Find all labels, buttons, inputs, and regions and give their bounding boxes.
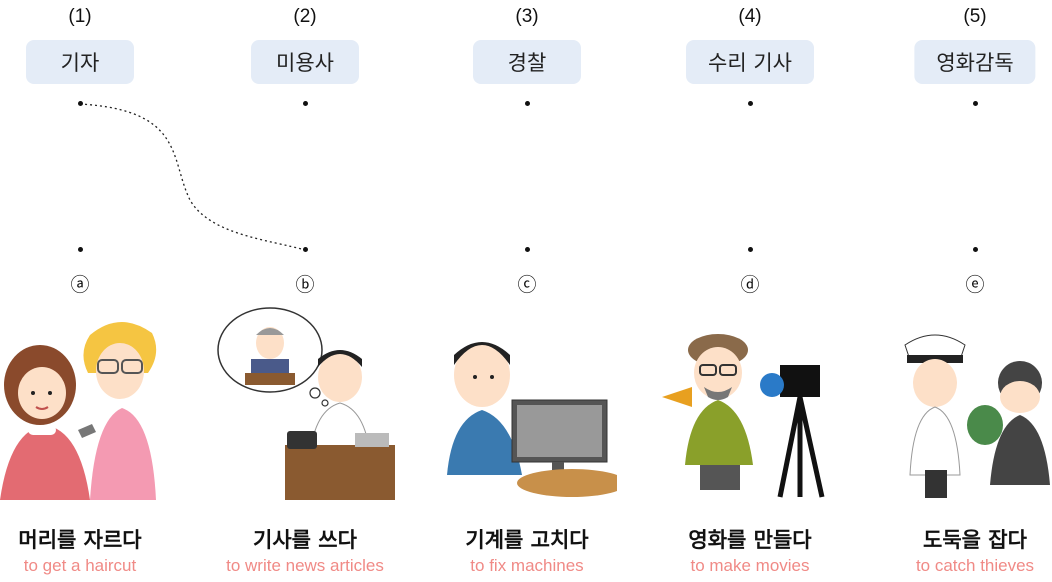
haircut-illustration xyxy=(0,305,170,500)
action-english: to get a haircut xyxy=(23,556,137,575)
action-english: to make movies xyxy=(690,556,810,575)
action-korean: 기사를 쓰다 xyxy=(253,528,357,552)
reporter-illustration xyxy=(215,305,395,500)
job-label-box: 경찰 xyxy=(473,40,581,84)
column-5: (5) 영화감독 ⓔ 도둑을 잡다 to catch thieves xyxy=(885,0,1052,582)
match-dot-bottom[interactable] xyxy=(524,247,530,252)
police-illustration xyxy=(885,305,1052,500)
job-label-box: 기자 xyxy=(26,40,134,84)
match-dot-bottom[interactable] xyxy=(77,247,83,252)
action-korean: 머리를 자르다 xyxy=(18,528,142,552)
director-illustration xyxy=(660,305,840,500)
job-label-box: 미용사 xyxy=(251,40,359,84)
action-english: to fix machines xyxy=(470,556,584,575)
match-dot-top[interactable] xyxy=(972,101,978,106)
option-letter: ⓔ xyxy=(965,274,985,296)
item-number: (5) xyxy=(963,6,987,27)
match-dot-bottom[interactable] xyxy=(302,247,308,252)
option-letter: ⓒ xyxy=(517,274,537,296)
repairman-illustration xyxy=(437,305,617,500)
column-2: (2) 미용사 ⓑ 기사를 쓰다 to write news articles xyxy=(215,0,395,582)
match-dot-top[interactable] xyxy=(524,101,530,106)
action-korean: 영화를 만들다 xyxy=(688,528,812,552)
match-dot-bottom[interactable] xyxy=(747,247,753,252)
action-english: to catch thieves xyxy=(915,556,1035,575)
item-number: (3) xyxy=(515,6,539,27)
match-dot-top[interactable] xyxy=(747,101,753,106)
item-number: (1) xyxy=(68,6,92,27)
column-1: (1) 기자 ⓐ 머리를 자르다 to get a haircut xyxy=(0,0,170,582)
item-number: (4) xyxy=(738,6,762,27)
action-english: to write news articles xyxy=(226,556,384,575)
match-dot-top[interactable] xyxy=(77,101,83,106)
option-letter: ⓐ xyxy=(70,274,90,296)
action-korean: 기계를 고치다 xyxy=(465,528,589,552)
match-dot-top[interactable] xyxy=(302,101,308,106)
job-label-box: 영화감독 xyxy=(914,40,1036,84)
option-letter: ⓑ xyxy=(295,274,315,296)
column-4: (4) 수리 기사 ⓓ 영화를 만들다 to make movies xyxy=(660,0,840,582)
column-3: (3) 경찰 ⓒ 기계를 고치다 to fix machines xyxy=(437,0,617,582)
match-dot-bottom[interactable] xyxy=(972,247,978,252)
job-label-box: 수리 기사 xyxy=(686,40,814,84)
action-korean: 도둑을 잡다 xyxy=(923,528,1027,552)
option-letter: ⓓ xyxy=(740,274,760,296)
item-number: (2) xyxy=(293,6,317,27)
